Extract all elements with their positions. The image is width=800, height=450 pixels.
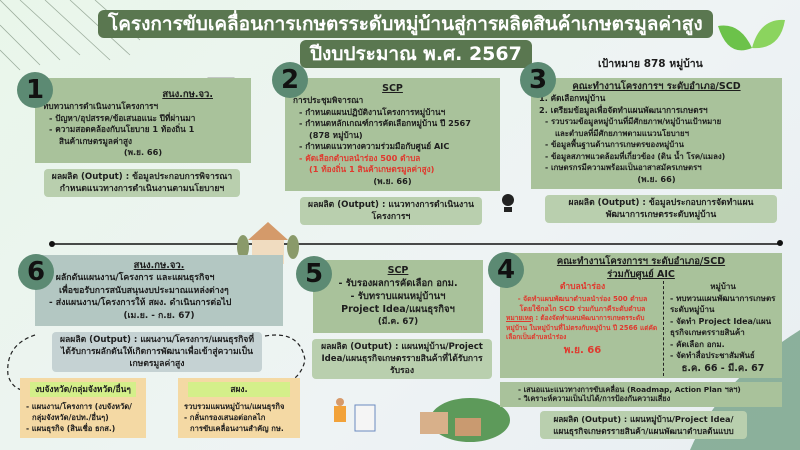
step-3-head: คณะทำงานโครงการฯ ระดับอำเภอ/SCD: [572, 81, 741, 92]
step-5-badge: 5: [296, 256, 332, 292]
spg-line: - กลั่นกรองเสนอต่อกลไก: [184, 413, 266, 422]
budget-line: - แผนงาน/โครงการ (งบจังหวัด/: [26, 402, 132, 411]
step-3-sub: - ข้อมูลสภาพแวดล้อมที่เกี่ยวข้อง (ดิน น้…: [545, 151, 726, 161]
step-6-head: สนง.กษ.จว.: [133, 260, 185, 271]
step-4-head: คณะทำงานโครงการฯ ระดับอำเภอ/SCD: [556, 256, 726, 267]
step-4-extra-line: - วิเคราะห์ความเป็นไปได้/การป้องกันความเ…: [518, 394, 671, 403]
step-4-right-head: หมู่บ้าน: [710, 282, 736, 291]
step-2-line: (878 หมู่บ้าน): [309, 129, 363, 140]
title-line1: โครงการขับเคลื่อนการเกษตรระดับหมู่บ้านสู…: [98, 10, 713, 38]
target-label: เป้าหมาย 878 หมู่บ้าน: [598, 58, 703, 70]
step-4-left: ตำบลนำร่อง - จัดทำแผนพัฒนาตำบลนำร่อง 500…: [506, 281, 664, 376]
step-4-left-head: ตำบลนำร่อง: [559, 282, 606, 292]
step-5-line: - รับรองผลการคัดเลือก อกม.: [338, 278, 458, 289]
step-5-date: (มี.ค. 67): [377, 317, 419, 327]
spg-box: สผง. รวบรวมแผนหมู่บ้าน/แผนธุรกิจ - กลั่น…: [178, 378, 300, 438]
step-3-output: ผลผลิต (Output) : ข้อมูลประกอบการจัดทำแผ…: [545, 195, 777, 223]
step-1-line: ทบทวนการดำเนินงานโครงการฯ: [43, 101, 159, 111]
step-2-red-line: (1 ท้องถิ่น 1 สินค้าเกษตรมูลค่าสูง): [309, 164, 435, 174]
step-4-right-line: - คัดเลือก อกม.: [670, 339, 725, 349]
step-5-head: SCP: [387, 265, 409, 276]
step-2-box: SCP การประชุมพิจารณา - กำหนดแผนปฏิบัติงา…: [285, 78, 500, 191]
step-1-badge: 1: [17, 72, 53, 108]
step-4-right-line: - ทบทวนแผนพัฒนาการเกษตรระดับหมู่บ้าน: [670, 293, 776, 315]
step-4-box: คณะทำงานโครงการฯ ระดับอำเภอ/SCD ร่วมกับศ…: [500, 253, 782, 378]
village-illustration: [420, 398, 510, 442]
budget-box: งบจังหวัด/กลุ่มจังหวัด/อื่นๆ - แผนงาน/โค…: [20, 378, 146, 438]
step-1-date: (พ.ย. 66): [123, 147, 163, 157]
step-1-output: ผลผลิต (Output) : ข้อมูลประกอบการพิจารณา…: [44, 168, 240, 197]
step-6-box: สนง.กษ.จว. - ผลักดันแผนงาน/โครงการ และแผ…: [35, 255, 283, 326]
step-6-column: สนง.กษ.จว. - ผลักดันแผนงาน/โครงการ และแผ…: [20, 255, 300, 438]
step-6-output: ผลผลิต (Output) : แผนงาน/โครงการ/แผนธุรก…: [52, 332, 262, 372]
step-6-badge: 6: [18, 254, 54, 290]
step-3-sub: และตำบลที่มีศักยภาพตามแนวนโยบายฯ: [555, 128, 690, 138]
step-2-date: (พ.ย. 66): [373, 175, 412, 186]
note-label: หมายเหตุ: [506, 314, 534, 322]
step-4-left-date: พ.ย. 66: [563, 344, 602, 356]
step-5-column: SCP - รับรองผลการคัดเลือก อกม. - รับทราบ…: [312, 260, 492, 379]
step-2-head: SCP: [382, 83, 403, 94]
spg-line: การขับเคลื่อนงานสำคัญ กษ.: [190, 424, 284, 433]
spg-head: สผง.: [188, 382, 290, 397]
step-2-line: - กำหนดแนวทางความร่วมมือกับศูนย์ AIC: [299, 141, 450, 151]
step-4-right-line: - จัดทำ Project Idea/แผนธุรกิจเกษตรรายสิ…: [670, 316, 772, 338]
step-1-line: - ความสอดคล้องกับนโยบาย 1 ท้องถิ่น 1: [49, 124, 195, 134]
funding-row: งบจังหวัด/กลุ่มจังหวัด/อื่นๆ - แผนงาน/โค…: [20, 378, 300, 438]
note-text: : ต้องจัดทำแผนพัฒนาการเกษตรระดับหมู่บ้าน…: [506, 314, 658, 341]
step-5-box: SCP - รับรองผลการคัดเลือก อกม. - รับทราบ…: [313, 260, 483, 333]
step-5-line: - รับทราบแผนหมู่บ้านฯ: [350, 291, 446, 302]
step-4-head: ร่วมกับศูนย์ AIC: [607, 269, 675, 280]
step-3-column: คณะทำงานโครงการฯ ระดับอำเภอ/SCD 1. คัดเล…: [531, 78, 782, 223]
step-3-line: 2. เตรียมข้อมูลเพื่อจัดทำแผนพัฒนาการเกษต…: [539, 104, 708, 115]
budget-head: งบจังหวัด/กลุ่มจังหวัด/อื่นๆ: [30, 382, 136, 397]
step-6-line: เพื่อขอรับการสนับสนุนงบประมาณแหล่งต่างๆ: [59, 285, 229, 296]
spg-line: รวบรวมแผนหมู่บ้าน/แผนธุรกิจ: [184, 402, 285, 411]
step-6-date: (เม.ย. - ก.ย. 67): [123, 310, 195, 321]
lightbulb-icon: [502, 194, 514, 212]
step-1-line: สินค้าเกษตรมูลค่าสูง: [59, 135, 133, 146]
step-4-left-line: โดยใช้กลไก SCD ร่วมกับภาคีระดับตำบล: [519, 305, 646, 313]
step-3-sub: - รวบรวมข้อมูลหมู่บ้านที่มีศักยภาพ/หมู่บ…: [545, 117, 722, 126]
step-4-badge: 4: [488, 252, 524, 288]
step-5-line: Project Idea/แผนธุรกิจฯ: [341, 304, 455, 315]
step-2-line: การประชุมพิจารณา: [293, 95, 364, 105]
step-3-badge: 3: [520, 62, 556, 98]
step-1-box: สนง.กษ.จว. ทบทวนการดำเนินงานโครงการฯ - ป…: [35, 78, 251, 163]
step-3-sub: - ข้อมูลพื้นฐานด้านการเกษตรของหมู่บ้าน: [545, 140, 684, 149]
step-4-extra-box: - เสนอแนะแนวทางการขับเคลื่อน (Roadmap, A…: [500, 381, 782, 407]
title-line2: ปีงบประมาณ พ.ศ. 2567: [300, 40, 532, 68]
farmer-illustration: [334, 398, 376, 432]
step-1-line: - ปัญหา/อุปสรรค/ข้อเสนอแนะ ปีที่ผ่านมา: [49, 112, 196, 123]
step-2-red-line: - คัดเลือกตำบลนำร่อง 500 ตำบล: [299, 152, 421, 163]
step-4-extra-line: - เสนอแนะแนวทางการขับเคลื่อน (Roadmap, A…: [518, 384, 741, 394]
step-4-output: ผลผลิต (Output) : แผนหมู่บ้าน/Project Id…: [540, 410, 747, 439]
step-5-output: ผลผลิต (Output) : แผนหมู่บ้าน/Project Id…: [312, 339, 492, 379]
step-2-line: - กำหนดแผนปฏิบัติงานโครงการหมู่บ้านฯ: [299, 106, 446, 117]
step-4-left-line: - จัดทำแผนพัฒนาตำบลนำร่อง 500 ตำบล: [517, 295, 648, 303]
step-4-right-line: - จัดทำสื่อประชาสัมพันธ์: [670, 351, 755, 360]
step-3-box: คณะทำงานโครงการฯ ระดับอำเภอ/SCD 1. คัดเล…: [531, 78, 782, 189]
dashed-arrow-right: [264, 334, 306, 391]
step-2-badge: 2: [272, 62, 308, 98]
step-3-line: 1. คัดเลือกหมู่บ้าน: [539, 93, 606, 103]
step-6-line: - ผลักดันแผนงาน/โครงการ และแผนธุรกิจฯ: [49, 273, 215, 283]
budget-line: - แผนธุรกิจ (สินเชื่อ ธกส.): [26, 424, 116, 433]
step-4-right-date: ธ.ค. 66 - มี.ค. 67: [681, 362, 765, 374]
step-3-sub: - เกษตรกรมีความพร้อมเป็นอาสาสมัครเกษตรฯ: [545, 163, 702, 172]
step-6-line: - ส่งแผนงาน/โครงการให้ สผง. ดำเนินการต่อ…: [49, 298, 232, 308]
leaf-icon: [718, 19, 785, 51]
step-1-column: สนง.กษ.จว. ทบทวนการดำเนินงานโครงการฯ - ป…: [35, 78, 251, 197]
step-3-date: (พ.ย. 66): [637, 173, 676, 184]
step-2-column: SCP การประชุมพิจารณา - กำหนดแผนปฏิบัติงา…: [285, 78, 500, 225]
step-2-output: ผลผลิต (Output) : แนวทางการดำเนินงานโครง…: [300, 197, 482, 225]
step-2-line: - กำหนดหลักเกณฑ์การคัดเลือกหมู่บ้าน ปี 2…: [299, 118, 471, 128]
step-4-column: คณะทำงานโครงการฯ ระดับอำเภอ/SCD ร่วมกับศ…: [500, 253, 782, 439]
budget-line: กลุ่มจังหวัด/อปท./อื่นๆ): [32, 413, 109, 422]
step-1-head: สนง.กษ.จว.: [162, 89, 213, 100]
step-4-right: หมู่บ้าน - ทบทวนแผนพัฒนาการเกษตรระดับหมู…: [664, 281, 776, 376]
